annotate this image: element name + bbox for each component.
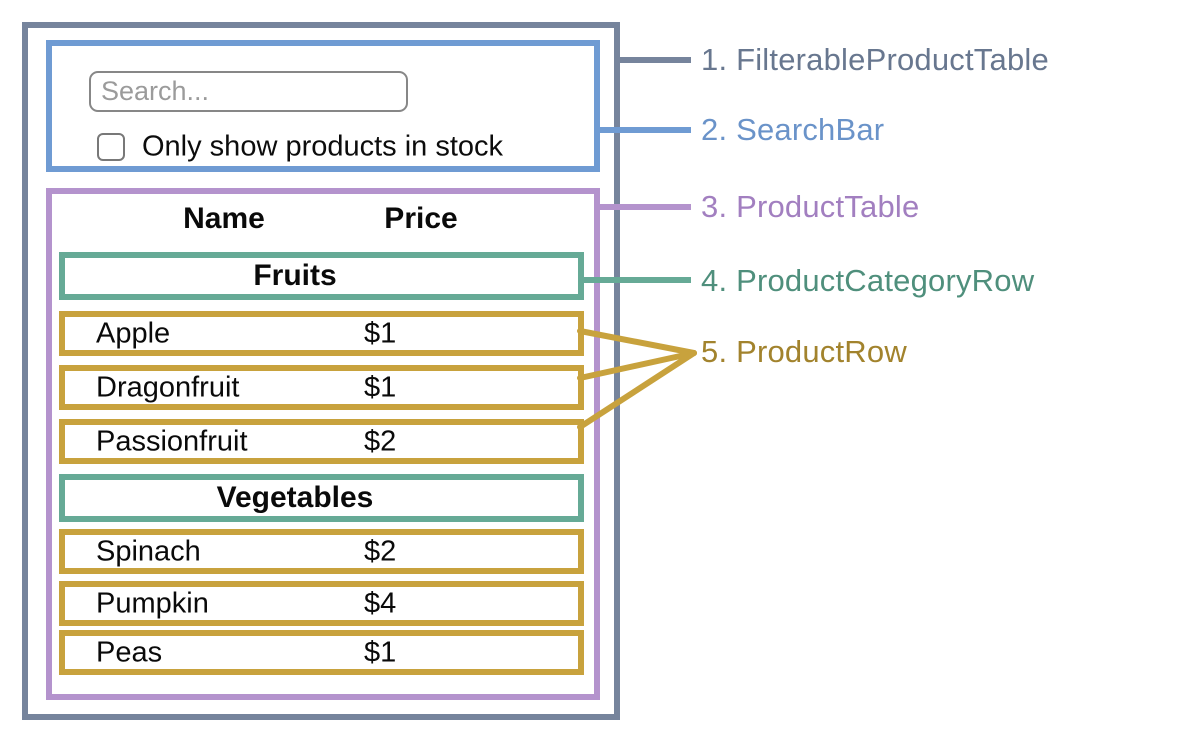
in-stock-checkbox[interactable] [97, 133, 125, 161]
category-label: Vegetables [216, 481, 374, 514]
label-filterable-product-table: 1. FilterableProductTable [701, 42, 1049, 77]
product-name: Spinach [96, 535, 201, 567]
label-product-table: 3. ProductTable [701, 189, 920, 224]
search-bar-outline [46, 40, 600, 172]
product-row: Dragonfruit $1 [59, 365, 584, 410]
product-row: Pumpkin $4 [59, 581, 584, 626]
product-name: Peas [96, 636, 163, 668]
product-name-out-of-stock: Passionfruit [96, 425, 248, 457]
product-table-outline [46, 188, 600, 700]
product-name: Apple [96, 317, 171, 349]
label-product-row: 5. ProductRow [701, 334, 907, 369]
product-price: $2 [364, 425, 397, 457]
product-row: Spinach $2 [59, 529, 584, 574]
product-name: Dragonfruit [96, 371, 240, 403]
name-column-header: Name [183, 202, 265, 235]
product-price: $1 [364, 317, 397, 349]
search-input[interactable] [89, 71, 408, 112]
product-price: $1 [364, 636, 397, 668]
category-label: Fruits [253, 259, 337, 292]
product-category-row: Fruits [59, 252, 584, 300]
label-product-category-row: 4. ProductCategoryRow [701, 263, 1035, 298]
product-price: $1 [364, 371, 397, 403]
product-name-out-of-stock: Pumpkin [96, 587, 209, 619]
label-search-bar: 2. SearchBar [701, 112, 885, 147]
product-price: $4 [364, 587, 397, 619]
product-category-row: Vegetables [59, 474, 584, 522]
product-row: Passionfruit $2 [59, 419, 584, 464]
product-row: Apple $1 [59, 311, 584, 356]
price-column-header: Price [384, 202, 458, 235]
product-row: Peas $1 [59, 630, 584, 675]
product-price: $2 [364, 535, 397, 567]
in-stock-checkbox-label: Only show products in stock [142, 130, 504, 163]
